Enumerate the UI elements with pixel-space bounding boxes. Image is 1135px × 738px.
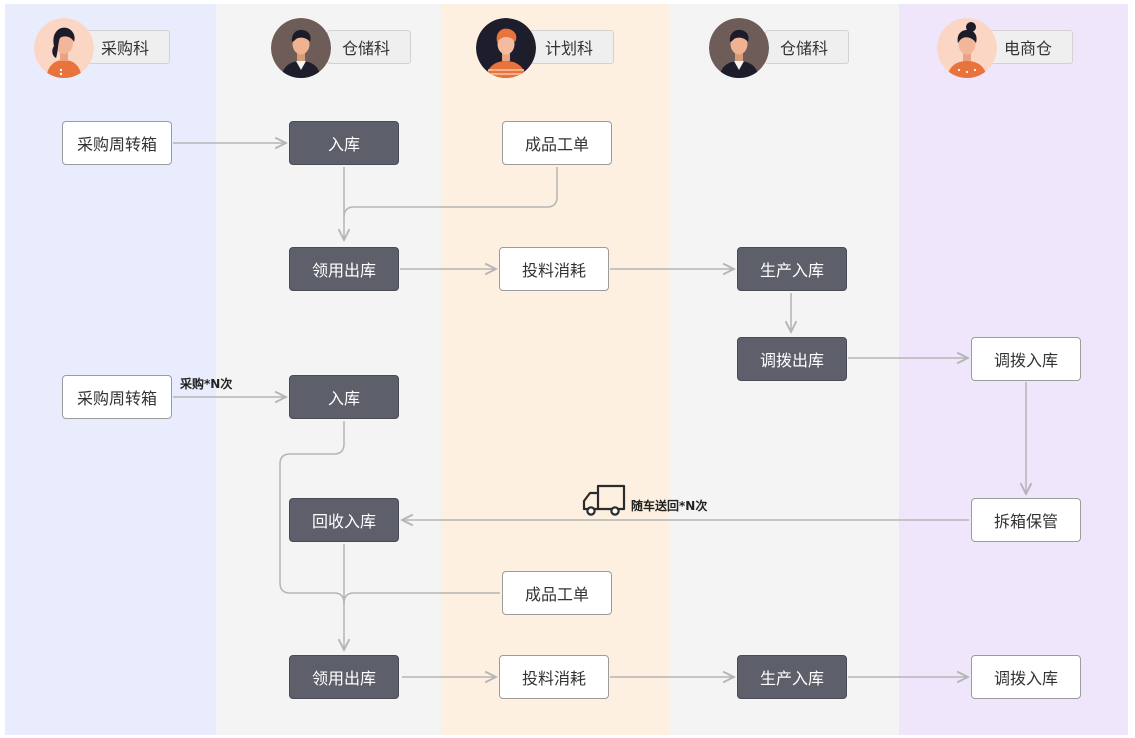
node-transfer-in: 调拨入库: [971, 655, 1081, 699]
node-production-in: 生产入库: [737, 247, 847, 291]
lane-warehouse-1: [216, 4, 441, 735]
node-material-consumption: 投料消耗: [499, 655, 609, 699]
node-purchase-tote: 采购周转箱: [62, 121, 172, 165]
lane-title: 仓储科: [327, 30, 411, 64]
node-stock-in: 入库: [289, 375, 399, 419]
lane-planning: [441, 4, 669, 735]
woman-bun-avatar-icon: [937, 18, 997, 78]
man-orange-hair-avatar-icon: [476, 18, 536, 78]
lane-title: 计划科: [530, 30, 614, 64]
node-stock-in: 入库: [289, 121, 399, 165]
node-requisition-out: 领用出库: [289, 655, 399, 699]
lane-purchasing: [5, 4, 216, 735]
edge-label-return-times: 随车送回*N次: [631, 499, 708, 513]
woman-avatar-icon: [34, 18, 94, 78]
edge-label-purchase-times: 采购*N次: [180, 377, 233, 391]
node-finished-work-order: 成品工单: [502, 571, 612, 615]
node-transfer-in: 调拨入库: [971, 337, 1081, 381]
node-transfer-out: 调拨出库: [737, 337, 847, 381]
man-avatar-icon: [271, 18, 331, 78]
lane-title: 采购科: [86, 30, 170, 64]
node-material-consumption: 投料消耗: [499, 247, 609, 291]
truck-icon: [582, 484, 626, 516]
node-unpack-storage: 拆箱保管: [971, 498, 1081, 542]
node-requisition-out: 领用出库: [289, 247, 399, 291]
node-purchase-tote: 采购周转箱: [62, 375, 172, 419]
lane-title: 电商仓: [989, 30, 1073, 64]
node-recycle-in: 回收入库: [289, 498, 399, 542]
node-production-in: 生产入库: [737, 655, 847, 699]
man-avatar-icon: [709, 18, 769, 78]
lane-title: 仓储科: [765, 30, 849, 64]
node-finished-work-order: 成品工单: [502, 121, 612, 165]
